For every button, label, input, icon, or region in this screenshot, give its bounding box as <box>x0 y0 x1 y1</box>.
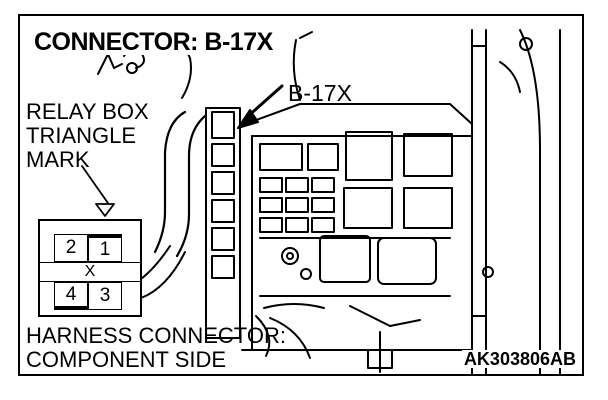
harness-label-line: HARNESS CONNECTOR: <box>26 323 286 348</box>
harness-connector-side-label: HARNESS CONNECTOR: COMPONENT SIDE <box>26 324 286 372</box>
relay-mark-line: RELAY BOX <box>26 99 149 124</box>
pin-1: 1 <box>88 234 122 262</box>
relay-block-shape <box>205 107 241 339</box>
connector-title: CONNECTOR: B-17X <box>32 28 275 56</box>
relay-box-triangle-mark-label: RELAY BOX TRIANGLE MARK <box>26 100 149 172</box>
engine-bay-illustration <box>81 29 561 374</box>
wire-bracket-shape <box>97 53 123 75</box>
connector-pinout: 2 1 X 4 3 <box>38 219 142 317</box>
connector-callout-label: B-17X <box>288 80 352 106</box>
pin-4: 4 <box>54 282 88 310</box>
figure-frame: CONNECTOR: B-17X B-17X RELAY BOX TRIANGL… <box>18 14 584 376</box>
pin-2: 2 <box>54 234 88 262</box>
figure-code: AK303806AB <box>461 349 578 369</box>
harness-label-line: COMPONENT SIDE <box>26 347 227 372</box>
relay-mark-line: TRIANGLE <box>26 123 137 148</box>
pinout-center-mark: X <box>40 262 140 282</box>
pin-3: 3 <box>88 282 122 310</box>
relay-mark-line: MARK <box>26 147 90 172</box>
fuse-box-shape <box>239 103 473 351</box>
